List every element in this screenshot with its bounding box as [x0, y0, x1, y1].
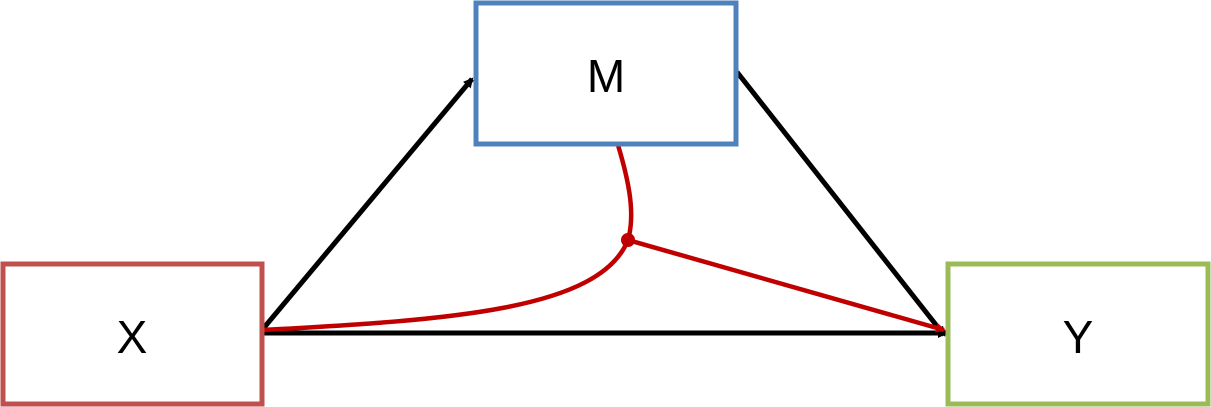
- arrow-x-to-m: [260, 77, 474, 332]
- node-y-box: [945, 261, 1211, 407]
- node-m-box: [473, 0, 739, 147]
- node-m-label: M: [587, 50, 625, 102]
- moderation-curve-from-m: [615, 144, 634, 241]
- node-y: Y: [945, 261, 1211, 407]
- moderation-curve-from-x: [261, 239, 631, 333]
- arrow-m-to-y: [735, 70, 946, 337]
- moderation-junction-dot: [621, 233, 635, 247]
- node-m: M: [473, 0, 739, 147]
- moderation-arrow-to-y: [627, 237, 946, 333]
- node-x-box: [0, 261, 265, 407]
- node-x: X: [0, 261, 265, 407]
- node-y-label: Y: [1063, 311, 1094, 363]
- node-x-label: X: [117, 311, 148, 363]
